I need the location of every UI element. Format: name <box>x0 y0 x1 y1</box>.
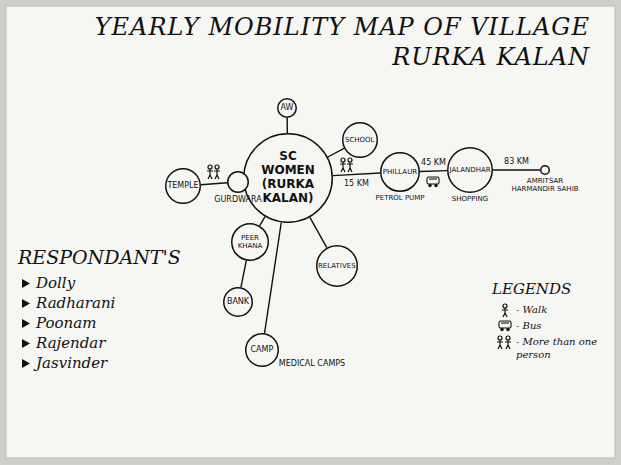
circle-outline <box>540 165 550 175</box>
node-text-box: PEER KHANA <box>235 234 265 250</box>
legend-entry: - Bus <box>516 320 608 333</box>
node-text-box: SCHOOL <box>345 136 375 144</box>
route-line <box>260 217 265 226</box>
place-circle: TEMPLE <box>165 168 201 204</box>
respondent-name: Dolly <box>36 274 75 292</box>
route-line <box>420 170 447 172</box>
respondent-name: Poonam <box>36 314 96 332</box>
bullet-markers <box>22 279 30 368</box>
town-circle: PHILLAURPETROL PUMP <box>380 152 420 192</box>
node-text-box: BANK <box>227 297 249 306</box>
place-circle: GURDWARA <box>227 171 249 193</box>
route-line <box>493 169 540 170</box>
place-caption: SHOPPING <box>452 195 488 203</box>
route-line <box>310 217 327 247</box>
place-caption: AMRITSAR <box>511 177 578 185</box>
place-circle: PEER KHANA <box>231 223 269 261</box>
place-name: SCHOOL <box>345 136 375 144</box>
map-title: YEARLY MOBILITY MAP OF VILLAGE RURKA KAL… <box>30 12 590 72</box>
distance-label: 15 KM <box>343 179 370 188</box>
place-name: JALANDHAR <box>449 166 490 174</box>
distance-label: 45 KM <box>420 158 447 167</box>
node-caption-box: GURDWARA <box>214 195 261 204</box>
legend-entry: - Walk <box>516 304 608 317</box>
node-text-box: JALANDHAR <box>449 166 490 174</box>
place-circle: RELATIVES <box>316 245 358 287</box>
bus-symbols <box>427 177 511 331</box>
place-caption: MEDICAL CAMPS <box>279 359 345 368</box>
place-circle: BANK <box>223 287 253 317</box>
node-caption-box: SHOPPING <box>452 195 488 203</box>
place-circle: SCHOOL <box>342 122 378 158</box>
node-caption-box: AMRITSARHARMANDIR SAHIB <box>511 177 578 193</box>
group-circle: SC WOMEN (RURKA KALAN) <box>243 133 333 223</box>
node-caption-box: MEDICAL CAMPS <box>279 359 345 368</box>
place-circle: CAMPMEDICAL CAMPS <box>245 333 279 367</box>
place-name: CAMP <box>251 345 274 354</box>
circle-outline <box>227 171 249 193</box>
section-heading: RESPONDANT'S <box>18 246 181 268</box>
route-line <box>328 148 344 157</box>
place-circle: AW <box>277 98 297 118</box>
paper-rect <box>6 6 615 458</box>
place-caption: PETROL PUMP <box>375 194 424 202</box>
node-text-box: AW <box>281 103 294 112</box>
node-text-box: TEMPLE <box>167 181 198 190</box>
place-name: TEMPLE <box>167 181 198 190</box>
route-line <box>333 173 380 176</box>
route-line <box>201 183 227 185</box>
place-caption: HARMANDIR SAHIB <box>511 185 578 193</box>
town-circle: AMRITSARHARMANDIR SAHIB <box>540 165 550 175</box>
route-line <box>241 261 246 288</box>
node-text-box: RELATIVES <box>318 262 356 270</box>
distance-label: 83 KM <box>503 157 530 166</box>
place-name: BANK <box>227 297 249 306</box>
node-caption-box: PETROL PUMP <box>375 194 424 202</box>
node-text-box: SC WOMEN (RURKA KALAN) <box>255 150 321 205</box>
place-name: RELATIVES <box>318 262 356 270</box>
node-text-box: CAMP <box>251 345 274 354</box>
respondent-name: Jasvinder <box>36 354 107 372</box>
respondent-name: Radharani <box>36 294 115 312</box>
place-name: PEER KHANA <box>235 234 265 250</box>
node-text-box: PHILLAUR <box>383 168 417 176</box>
place-caption: GURDWARA <box>214 195 261 204</box>
respondent-name: Rajendar <box>36 334 106 352</box>
place-name: AW <box>281 103 294 112</box>
place-name: SC WOMEN (RURKA KALAN) <box>255 150 321 205</box>
route-line <box>286 118 288 133</box>
town-circle: JALANDHARSHOPPING <box>447 147 493 193</box>
legend-entry: - More than one person <box>516 336 608 361</box>
place-name: PHILLAUR <box>383 168 417 176</box>
legend-heading: LEGENDS <box>492 280 571 298</box>
